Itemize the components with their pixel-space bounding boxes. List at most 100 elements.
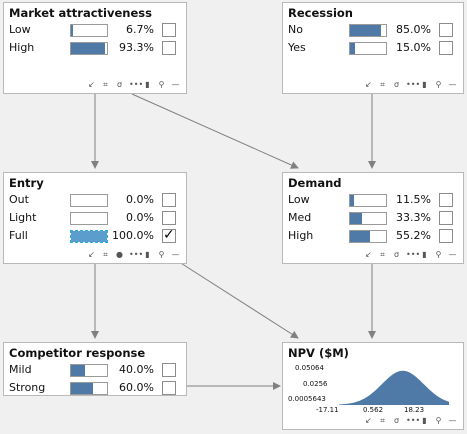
arrow-icon[interactable]: ↙ <box>88 250 95 259</box>
state-row[interactable]: High 93.3% <box>4 40 186 57</box>
evidence-checkbox[interactable] <box>439 229 453 243</box>
arrow-icon[interactable]: ↙ <box>365 250 372 259</box>
node-demand[interactable]: Demand Low 11.5% Med 33.3% High 55.2% ↙ ⌗… <box>282 172 464 264</box>
bar-chart-icon[interactable]: ▮ <box>422 416 427 425</box>
probability-bar <box>70 194 108 207</box>
minus-icon[interactable]: — <box>171 250 180 259</box>
evidence-checkbox[interactable] <box>439 193 453 207</box>
record-icon[interactable]: ● <box>116 250 123 259</box>
search-icon[interactable]: ⚲ <box>158 250 165 259</box>
bar-chart-icon[interactable]: ▮ <box>145 250 150 259</box>
npv-x-tick: 0.562 <box>363 406 384 414</box>
state-label: Mild <box>9 363 32 376</box>
bar-fill <box>71 383 93 394</box>
grid-icon[interactable]: ⌗ <box>380 250 385 259</box>
minus-icon[interactable]: — <box>448 250 457 259</box>
probability-bar <box>349 24 387 37</box>
state-row[interactable]: Light 0.0% <box>4 210 186 227</box>
grid-icon[interactable]: ⌗ <box>380 80 385 89</box>
state-label: Yes <box>288 41 306 54</box>
search-icon[interactable]: ⚲ <box>158 80 165 89</box>
node-toolbar: ↙ ⌗ σ •••▮ ⚲ — <box>364 79 457 91</box>
probability-bar <box>349 194 387 207</box>
evidence-checkbox[interactable] <box>162 211 176 225</box>
bar-chart-icon[interactable]: ▮ <box>422 250 427 259</box>
state-probability: 6.7% <box>126 23 154 36</box>
state-probability: 60.0% <box>119 381 154 394</box>
node-market-attractiveness[interactable]: Market attractiveness Low 6.7% High 93.3… <box>3 2 187 94</box>
bar-fill <box>71 43 105 54</box>
state-row[interactable]: Full 100.0% ✓ <box>4 227 186 245</box>
grid-icon[interactable]: ⌗ <box>103 80 108 89</box>
node-npv[interactable]: NPV ($M) 0.05064 0.0256 0.0005643 -17.11… <box>282 342 464 430</box>
probability-bar <box>349 42 387 55</box>
dots-icon[interactable]: ••• <box>129 80 144 89</box>
probability-bar <box>70 212 108 225</box>
search-icon[interactable]: ⚲ <box>435 250 442 259</box>
state-probability: 0.0% <box>126 211 154 224</box>
node-title: Entry <box>9 176 44 190</box>
probability-bar <box>349 212 387 225</box>
sigma-icon[interactable]: σ <box>393 416 400 425</box>
evidence-checkbox[interactable] <box>439 23 453 37</box>
state-row[interactable]: Strong 60.0% <box>4 380 186 397</box>
search-icon[interactable]: ⚲ <box>435 416 442 425</box>
dots-icon[interactable]: ••• <box>406 250 421 259</box>
evidence-checkbox[interactable] <box>162 23 176 37</box>
search-icon[interactable]: ⚲ <box>435 80 442 89</box>
bar-chart-icon[interactable]: ▮ <box>422 80 427 89</box>
sigma-icon[interactable]: σ <box>116 80 123 89</box>
state-probability: 55.2% <box>396 229 431 242</box>
state-row[interactable]: High 55.2% <box>283 228 463 245</box>
state-row[interactable]: No 85.0% <box>283 22 463 39</box>
sigma-icon[interactable]: σ <box>393 250 400 259</box>
arrow-icon[interactable]: ↙ <box>365 416 372 425</box>
sigma-icon[interactable]: σ <box>393 80 400 89</box>
bar-fill <box>71 231 107 242</box>
state-label: Light <box>9 211 37 224</box>
evidence-checkbox[interactable] <box>162 381 176 395</box>
state-row[interactable]: Yes 15.0% <box>283 40 463 57</box>
dots-icon[interactable]: ••• <box>129 250 144 259</box>
arrow-icon[interactable]: ↙ <box>88 80 95 89</box>
grid-icon[interactable]: ⌗ <box>380 416 385 425</box>
state-row[interactable]: Low 6.7% <box>4 22 186 39</box>
state-row[interactable]: Low 11.5% <box>283 192 463 209</box>
node-title: Demand <box>288 176 342 190</box>
evidence-checkbox[interactable] <box>162 363 176 377</box>
evidence-checkbox[interactable] <box>439 41 453 55</box>
node-entry[interactable]: Entry Out 0.0% Light 0.0% Full 100.0% ✓ … <box>3 172 187 264</box>
grid-icon[interactable]: ⌗ <box>103 250 108 259</box>
minus-icon[interactable]: — <box>448 80 457 89</box>
minus-icon[interactable]: — <box>171 80 180 89</box>
bar-chart-icon[interactable]: ▮ <box>145 80 150 89</box>
state-label: Low <box>288 193 310 206</box>
node-competitor-response[interactable]: Competitor response Mild 40.0% Strong 60… <box>3 342 187 396</box>
npv-y-tick: 0.0256 <box>303 380 328 388</box>
state-label: Low <box>9 23 31 36</box>
evidence-checkbox[interactable] <box>162 193 176 207</box>
bar-fill <box>71 365 86 376</box>
dots-icon[interactable]: ••• <box>406 416 421 425</box>
state-label: High <box>288 229 314 242</box>
minus-icon[interactable]: — <box>448 416 457 425</box>
state-row[interactable]: Mild 40.0% <box>4 362 186 379</box>
check-icon: ✓ <box>163 227 175 243</box>
evidence-checkbox[interactable] <box>439 211 453 225</box>
evidence-checkbox[interactable] <box>162 41 176 55</box>
npv-density-curve <box>339 370 449 405</box>
arrow-icon[interactable]: ↙ <box>365 80 372 89</box>
state-row[interactable]: Med 33.3% <box>283 210 463 227</box>
bar-fill <box>350 25 381 36</box>
node-recession[interactable]: Recession No 85.0% Yes 15.0% ↙⌗σ•••▮⚲— <box>282 2 464 94</box>
npv-y-tick: 0.05064 <box>295 364 324 372</box>
state-label: Med <box>288 211 312 224</box>
bar-fill <box>71 25 74 36</box>
arc-entry-npv <box>175 259 299 339</box>
state-row[interactable]: Out 0.0% <box>4 192 186 209</box>
probability-bar <box>70 230 108 243</box>
evidence-checkbox-checked[interactable]: ✓ <box>162 227 176 243</box>
probability-bar <box>349 230 387 243</box>
dots-icon[interactable]: ••• <box>406 80 421 89</box>
